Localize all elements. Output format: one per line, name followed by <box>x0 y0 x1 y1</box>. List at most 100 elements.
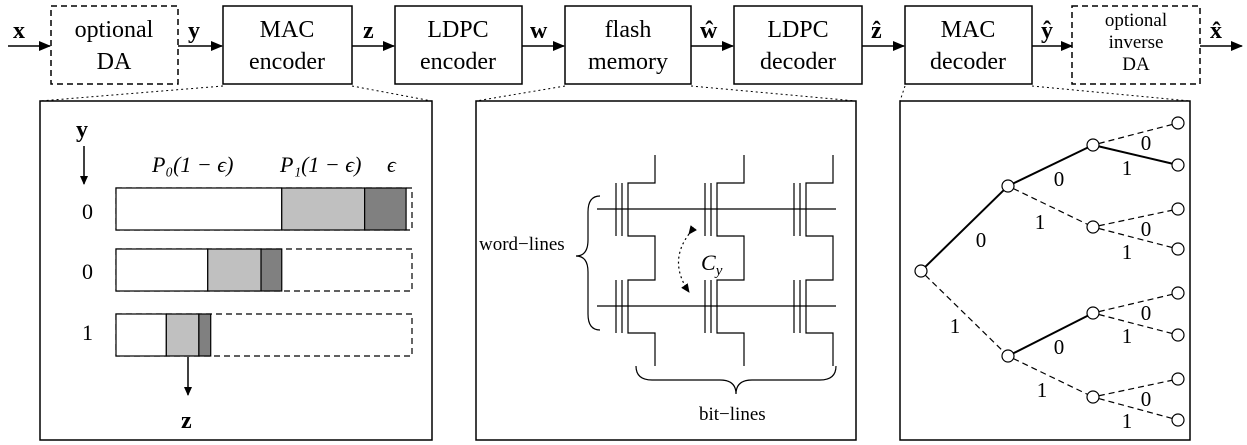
signal-z: z <box>363 18 374 44</box>
bar-p1-1 <box>207 248 262 292</box>
ldpc-decoder-block <box>733 5 863 85</box>
signal-z-hat: ẑ <box>871 18 882 44</box>
tree-edge-label-a_up: 0 <box>1054 167 1065 191</box>
p1-label: P₁(1 − ϵ) <box>279 152 361 177</box>
flash-panel-frame <box>475 100 857 441</box>
p0-label: P₀(1 − ϵ) <box>151 152 233 177</box>
row-bit-2: 1 <box>82 320 93 345</box>
bar-p1-2 <box>165 313 200 357</box>
coupling-arrow <box>678 225 697 293</box>
word-lines-brace <box>575 195 601 331</box>
tree-node-d <box>1086 220 1100 234</box>
tree-edge-label-f_down: 1 <box>1122 409 1133 433</box>
signal-w: w <box>530 18 548 44</box>
tree-edge-f-f1 <box>1098 397 1173 420</box>
coupling-label: Cy <box>701 250 723 279</box>
pipeline <box>8 5 1243 102</box>
optional-da-line1: optional <box>75 17 154 43</box>
tree-node-f1 <box>1171 413 1185 427</box>
tree-edge-label-f_up: 0 <box>1141 387 1152 411</box>
word-lines-label: word−lines <box>479 234 565 255</box>
tree-edge-label-d_down: 1 <box>1122 240 1133 264</box>
bar-p0-2 <box>115 313 167 357</box>
ldpc-encoder-block <box>394 5 523 85</box>
tree-edge-d-d0 <box>1098 209 1173 227</box>
cell-column-1 <box>615 155 656 366</box>
signal-w-hat: ŵ <box>700 18 718 44</box>
optional-da-line2: DA <box>97 49 132 75</box>
bar-eps-0 <box>364 187 407 231</box>
tree-edge-label-c_up: 0 <box>1141 131 1152 155</box>
tree-edge-label-root_down: 1 <box>950 314 961 338</box>
signal-x-hat: x̂ <box>1210 18 1222 44</box>
bar-p0-0 <box>115 187 283 231</box>
block-labels: optional DA MAC encoder LDPC encoder fla… <box>75 10 1167 75</box>
tree-edge-c-c1 <box>1098 145 1173 165</box>
signal-labels: x y z w ŵ ẑ ŷ x̂ <box>13 18 1222 44</box>
tree-edge-root-a <box>924 189 1005 268</box>
inverse-da-line2: inverse <box>1109 32 1164 53</box>
mac-decoder-line1: MAC <box>941 17 996 43</box>
ldpc-encoder-line2: encoder <box>420 49 496 75</box>
bit-lines-label: bit−lines <box>699 404 766 425</box>
mac-panel-frame <box>39 100 433 441</box>
cell-column-2 <box>704 155 745 366</box>
tree-panel-frame <box>899 100 1191 441</box>
cell-column-3 <box>793 155 834 366</box>
optional-inverse-da-block <box>1071 5 1201 85</box>
tree-edge-label-d_up: 0 <box>1141 217 1152 241</box>
flash-panel: word−lines bit−lines Cy <box>475 100 857 441</box>
tree-node-e0 <box>1171 286 1185 300</box>
optional-da-block <box>50 5 179 85</box>
tree-node-f0 <box>1171 372 1185 386</box>
tree-node-c <box>1086 138 1100 152</box>
tree-edge-e-e0 <box>1098 293 1173 313</box>
flash-memory-line1: flash <box>605 17 652 43</box>
tree-edge-label-b_down: 1 <box>1037 378 1048 402</box>
mac-decoder-line2: decoder <box>930 49 1006 75</box>
flash-array <box>575 155 837 395</box>
tree-node-d0 <box>1171 202 1185 216</box>
tree-edge-b-e <box>1012 314 1089 355</box>
tree-node-e1 <box>1171 328 1185 342</box>
mac-output-label: z <box>181 408 192 434</box>
tree-edge-label-b_up: 0 <box>1054 335 1065 359</box>
tree-edge-root-b <box>924 274 1005 353</box>
tree-node-f <box>1086 390 1100 404</box>
mac-input-label: y <box>76 117 88 143</box>
tree-node-b <box>1001 349 1015 363</box>
ldpc-decoder-line2: decoder <box>760 49 836 75</box>
zoom-lines <box>39 85 1191 102</box>
mac-panel: y P₀(1 − ϵ) P₁(1 − ϵ) ϵ 0 0 1 z <box>39 100 433 441</box>
inverse-da-line3: DA <box>1122 54 1150 75</box>
bar-p0-1 <box>115 248 209 292</box>
eps-label: ϵ <box>387 152 397 177</box>
signal-x: x <box>13 18 25 44</box>
bar-p1-0 <box>281 187 366 231</box>
tree-edge-label-c_down: 1 <box>1122 156 1133 180</box>
tree-edge-a-c <box>1012 146 1089 185</box>
inverse-da-line1: optional <box>1105 10 1167 31</box>
tree-edge-d-d1 <box>1098 227 1173 249</box>
tree-node-c1 <box>1171 158 1185 172</box>
signal-y-hat: ŷ <box>1041 18 1053 44</box>
tree-node-e <box>1086 306 1100 320</box>
mac-decoder-block <box>904 5 1033 85</box>
tree-edge-label-e_down: 1 <box>1122 324 1133 348</box>
mac-encoder-line2: encoder <box>249 49 325 75</box>
flash-memory-block <box>564 5 692 85</box>
bar-eps-2 <box>198 313 212 357</box>
tree-edge-a-d <box>1013 188 1088 225</box>
tree-edge-f-f0 <box>1098 379 1173 397</box>
tree-edge-e-e1 <box>1098 313 1173 335</box>
ldpc-decoder-line1: LDPC <box>767 17 828 43</box>
ldpc-encoder-line1: LDPC <box>427 17 488 43</box>
bit-lines-brace <box>635 365 837 395</box>
mac-encoder-block <box>222 5 353 85</box>
tree-node-d1 <box>1171 242 1185 256</box>
mac-encoder-line1: MAC <box>260 17 315 43</box>
tree-edge-c-c0 <box>1098 123 1173 145</box>
tree-node-c0 <box>1171 116 1185 130</box>
